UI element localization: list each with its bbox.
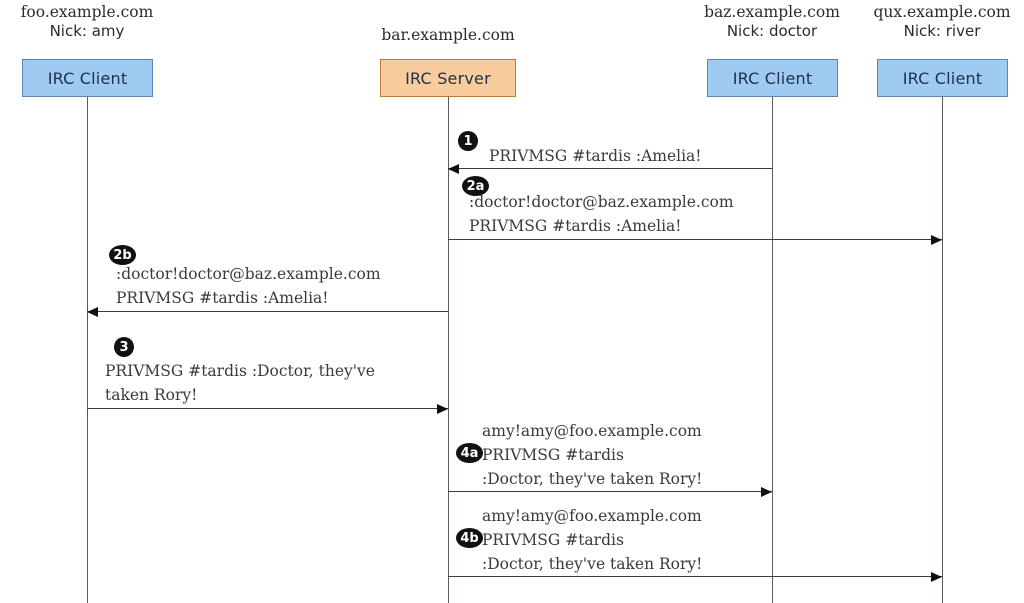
message-arrowhead-1 <box>448 163 459 174</box>
participant-nick: Nick: river <box>903 22 981 40</box>
message-arrowhead-4a <box>761 486 772 497</box>
message-line: PRIVMSG #tardis <box>482 531 624 549</box>
participant-box-foo[interactable]: IRC Client <box>22 59 153 97</box>
participant-host: baz.example.com <box>704 3 840 21</box>
participant-host: bar.example.com <box>381 26 515 44</box>
message-label-1: PRIVMSG #tardis :Amelia! <box>489 144 702 168</box>
message-line: :Doctor, they've taken Rory! <box>482 470 703 488</box>
message-line: :doctor!doctor@baz.example.com <box>116 265 381 283</box>
message-line: PRIVMSG #tardis :Amelia! <box>489 147 702 165</box>
step-badge-2a: 2a <box>462 176 489 196</box>
participant-host: foo.example.com <box>20 3 154 21</box>
message-line: PRIVMSG #tardis :Amelia! <box>116 289 329 307</box>
message-line: PRIVMSG #tardis :Doctor, they've <box>105 362 375 380</box>
participant-box-bar[interactable]: IRC Server <box>380 59 516 97</box>
lifeline-qux <box>942 97 943 603</box>
message-arrowhead-3 <box>437 403 448 414</box>
participant-role-label: IRC Client <box>47 68 128 88</box>
step-badge-1: 1 <box>458 131 478 151</box>
message-label-3: PRIVMSG #tardis :Doctor, they've taken Ro… <box>105 359 375 407</box>
participant-role-label: IRC Server <box>405 68 491 88</box>
message-arrow-4b <box>448 576 942 577</box>
lifeline-baz <box>772 97 773 603</box>
step-badge-4a: 4a <box>456 443 483 463</box>
lifeline-bar <box>448 97 449 603</box>
message-arrow-3 <box>87 408 448 409</box>
step-badge-4b: 4b <box>456 528 483 548</box>
message-arrow-2b <box>87 311 448 312</box>
message-line: :Doctor, they've taken Rory! <box>482 555 703 573</box>
message-line: amy!amy@foo.example.com <box>482 422 702 440</box>
step-badge-2b: 2b <box>109 245 136 265</box>
participant-header-bar: bar.example.com <box>338 26 558 45</box>
message-arrowhead-2b <box>87 306 98 317</box>
participant-nick: Nick: amy <box>49 22 125 40</box>
participant-box-qux[interactable]: IRC Client <box>877 59 1008 97</box>
step-badge-3: 3 <box>114 337 134 357</box>
message-arrow-2a <box>448 239 942 240</box>
message-line: taken Rory! <box>105 386 198 404</box>
participant-box-baz[interactable]: IRC Client <box>707 59 838 97</box>
message-line: PRIVMSG #tardis :Amelia! <box>469 217 682 235</box>
message-line: amy!amy@foo.example.com <box>482 507 702 525</box>
message-arrow-1 <box>448 168 772 169</box>
participant-role-label: IRC Client <box>902 68 983 88</box>
message-line: :doctor!doctor@baz.example.com <box>469 193 734 211</box>
participant-host: qux.example.com <box>873 3 1011 21</box>
message-arrow-4a <box>448 491 772 492</box>
message-arrowhead-4b <box>931 571 942 582</box>
participant-nick: Nick: doctor <box>726 22 818 40</box>
participant-role-label: IRC Client <box>732 68 813 88</box>
message-line: PRIVMSG #tardis <box>482 446 624 464</box>
lifeline-foo <box>87 97 88 603</box>
message-arrowhead-2a <box>931 234 942 245</box>
